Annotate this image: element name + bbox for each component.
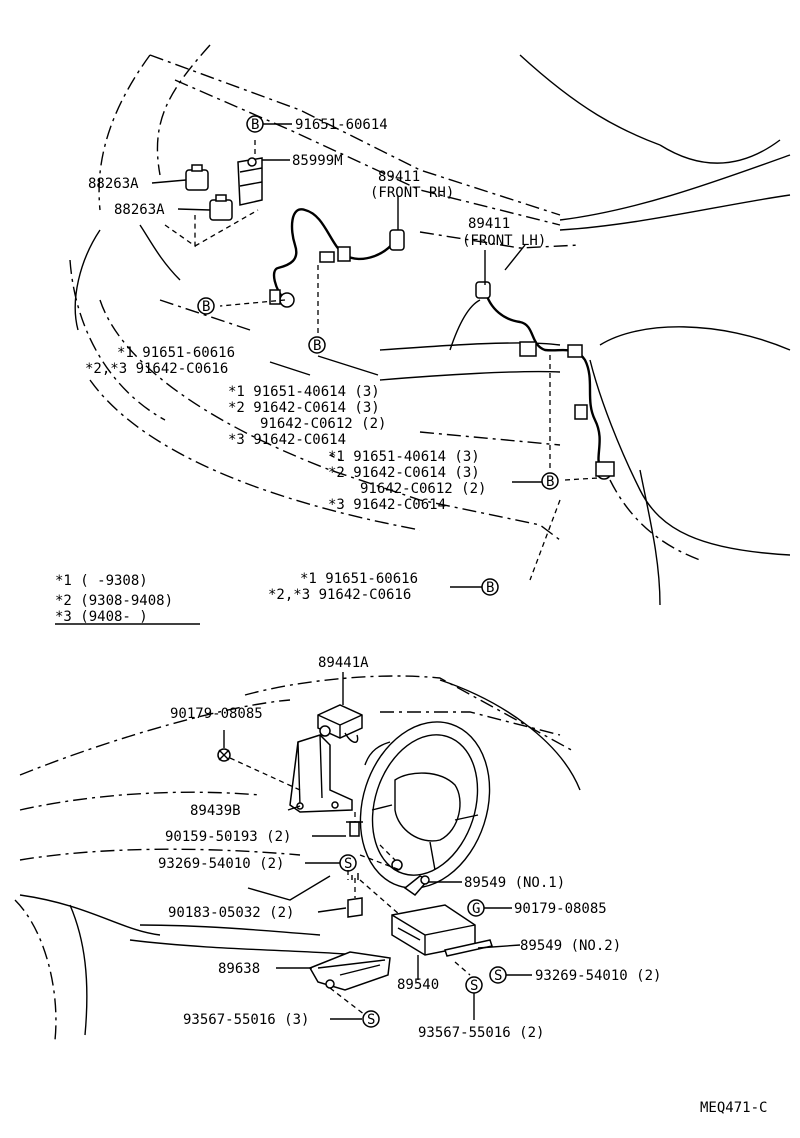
svg-text:*3 91642-C0614: *3 91642-C0614: [328, 497, 446, 513]
bolt-symbol-group-c: B: [541, 472, 559, 490]
label-front-rh: (FRONT RH): [370, 185, 454, 201]
label-89638: 89638: [218, 961, 260, 977]
label-88263a-upper: 88263A: [88, 176, 139, 192]
svg-text:*1 91651-60616: *1 91651-60616: [117, 345, 235, 361]
bolt-group-c-list: *1 91651-40614 (3) *2 91642-C0614 (3) 91…: [328, 449, 486, 513]
bolt-symbol-91651-60614: B: [246, 115, 264, 133]
screw-symbol-93269-upper: S: [339, 854, 357, 872]
diagram-code: MEQ471-C: [700, 1100, 767, 1116]
bolt-symbol-90179-08085-lower: G: [467, 899, 485, 917]
speed-sensor-harness-front-lh: [475, 281, 615, 480]
svg-text:*1 91651-60616: *1 91651-60616: [300, 571, 418, 587]
bolt-symbol-group-a: B: [197, 297, 215, 315]
label-93567-55016-left: 93567-55016 (3): [183, 1012, 309, 1028]
label-89549-no1: 89549 (NO.1): [464, 875, 565, 891]
svg-text:B: B: [486, 580, 494, 596]
bolt-group-d-list: *1 91651-60616 *2,*3 91642-C0616: [268, 571, 418, 603]
label-93269-54010-upper: 93269-54010 (2): [158, 856, 284, 872]
sensor-bracket-89439b: [289, 734, 353, 813]
label-85999m: 85999M: [292, 153, 343, 169]
airbag-sensor-89441a: [317, 704, 363, 743]
svg-text:S: S: [344, 856, 352, 872]
screw-symbol-93567-left: S: [362, 1010, 380, 1028]
relay-bracket-85999m: [237, 157, 263, 206]
svg-text:91642-C0612 (2): 91642-C0612 (2): [360, 481, 486, 497]
abs-computer-89540: [391, 904, 476, 956]
bolt-group-a-list: *1 91651-60616 *2,*3 91642-C0616: [85, 345, 235, 377]
label-88263a-lower: 88263A: [114, 202, 165, 218]
label-90179-08085-lower: 90179-08085: [514, 901, 607, 917]
label-front-lh: (FRONT LH): [462, 233, 546, 249]
label-89540: 89540: [397, 977, 439, 993]
label-91651-60614: 91651-60614: [295, 117, 388, 133]
bolt-90179-08085-upper: [217, 748, 231, 762]
model-period-legend: *1 ( -9308) *2 (9308-9408) *3 (9408- ): [55, 573, 200, 625]
svg-text:*2 91642-C0614 (3): *2 91642-C0614 (3): [228, 400, 380, 416]
steering-wheel: [359, 721, 491, 889]
svg-text:*3 91642-C0614: *3 91642-C0614: [228, 432, 346, 448]
svg-text:B: B: [202, 299, 210, 315]
svg-text:B: B: [313, 338, 321, 354]
svg-text:B: B: [546, 474, 554, 490]
svg-text:B: B: [251, 117, 259, 133]
label-90179-08085-upper: 90179-08085: [170, 706, 263, 722]
label-93269-54010-lower: 93269-54010 (2): [535, 968, 661, 984]
bolt-group-b-list: *1 91651-40614 (3) *2 91642-C0614 (3) 91…: [228, 384, 386, 448]
svg-text:S: S: [367, 1012, 375, 1028]
speed-sensor-harness-front-rh: [269, 208, 405, 308]
relay-88263a-upper: [185, 164, 209, 191]
dashboard-outline: [14, 675, 581, 1041]
svg-text:*1 ( -9308): *1 ( -9308): [55, 573, 148, 589]
computer-bracket-89638: [308, 951, 391, 991]
svg-text:*2 (9308-9408): *2 (9308-9408): [55, 593, 173, 609]
wire-clip-89549-no1: [391, 859, 430, 897]
svg-text:*2 91642-C0614 (3): *2 91642-C0614 (3): [328, 465, 480, 481]
svg-text:S: S: [494, 968, 502, 984]
bolt-symbol-group-d: B: [481, 578, 499, 596]
screw-symbol-93269-lower: S: [489, 966, 507, 984]
wire-clip-89549-no2: [444, 939, 493, 957]
label-89411-lh: 89411: [468, 216, 510, 232]
bolt-symbol-group-b: B: [308, 336, 326, 354]
svg-text:*1 91651-40614 (3): *1 91651-40614 (3): [228, 384, 380, 400]
label-93567-55016-right: 93567-55016 (2): [418, 1025, 544, 1041]
svg-text:91642-C0612 (2): 91642-C0612 (2): [260, 416, 386, 432]
svg-text:*3 (9408- ): *3 (9408- ): [55, 609, 148, 625]
svg-text:*1 91651-40614 (3): *1 91651-40614 (3): [328, 449, 480, 465]
svg-text:S: S: [470, 978, 478, 994]
label-89439b: 89439B: [190, 803, 241, 819]
label-90183-05032: 90183-05032 (2): [168, 905, 294, 921]
svg-text:*2,*3 91642-C0616: *2,*3 91642-C0616: [85, 361, 228, 377]
label-89549-no2: 89549 (NO.2): [520, 938, 621, 954]
svg-text:G: G: [472, 901, 480, 917]
screw-symbol-93567-right: S: [465, 976, 483, 994]
svg-text:*2,*3 91642-C0616: *2,*3 91642-C0616: [268, 587, 411, 603]
label-89441a: 89441A: [318, 655, 369, 671]
label-89411-rh: 89411: [378, 169, 420, 185]
relay-88263a-lower: [209, 194, 233, 221]
nut-90183-05032: [347, 873, 363, 918]
label-90159-50193: 90159-50193 (2): [165, 829, 291, 845]
front-body-outline: [69, 44, 791, 606]
